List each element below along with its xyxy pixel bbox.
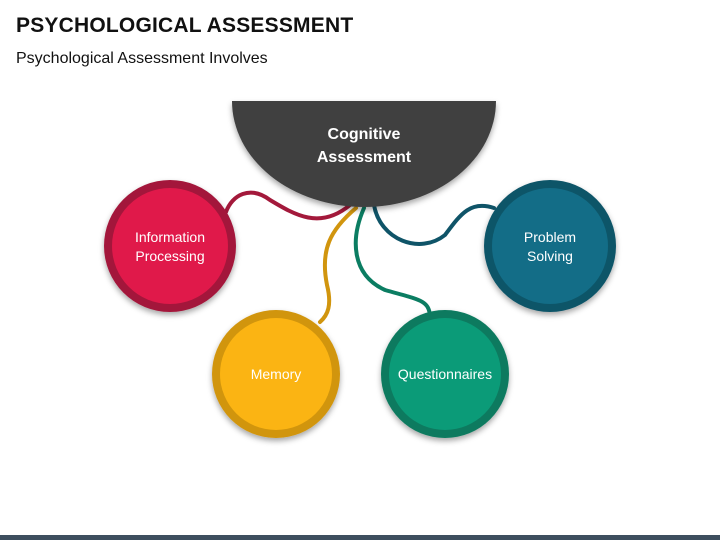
node-label-line1: Questionnaires (398, 366, 492, 382)
connector-problem-solving (372, 203, 496, 246)
node-label-line1: Problem (524, 229, 576, 245)
node-problem-solving: Problem Solving (484, 180, 616, 312)
node-fill (492, 188, 608, 304)
node-fill (220, 318, 332, 430)
page-title: PSYCHOLOGICAL ASSESSMENT (16, 14, 354, 37)
hub-cognitive-assessment (232, 101, 496, 207)
node-information-processing: Information Processing (104, 180, 236, 312)
node-fill (112, 188, 228, 304)
connector-information-processing (224, 190, 352, 221)
node-label-line2: Processing (135, 248, 204, 264)
node-questionnaires: Questionnaires (381, 310, 509, 438)
node-label-line1: Memory (251, 366, 302, 382)
footer-bar (0, 535, 720, 540)
node-label-line2: Solving (527, 248, 573, 264)
hub-label-line1: Cognitive (328, 126, 401, 143)
connector-memory (318, 206, 358, 324)
page-subtitle: Psychological Assessment Involves (16, 50, 268, 67)
node-memory: Memory (212, 310, 340, 438)
node-fill (389, 318, 501, 430)
node-label-line1: Information (135, 229, 205, 245)
connector-questionnaires (353, 206, 432, 317)
hub-label-line2: Assessment (317, 149, 412, 166)
